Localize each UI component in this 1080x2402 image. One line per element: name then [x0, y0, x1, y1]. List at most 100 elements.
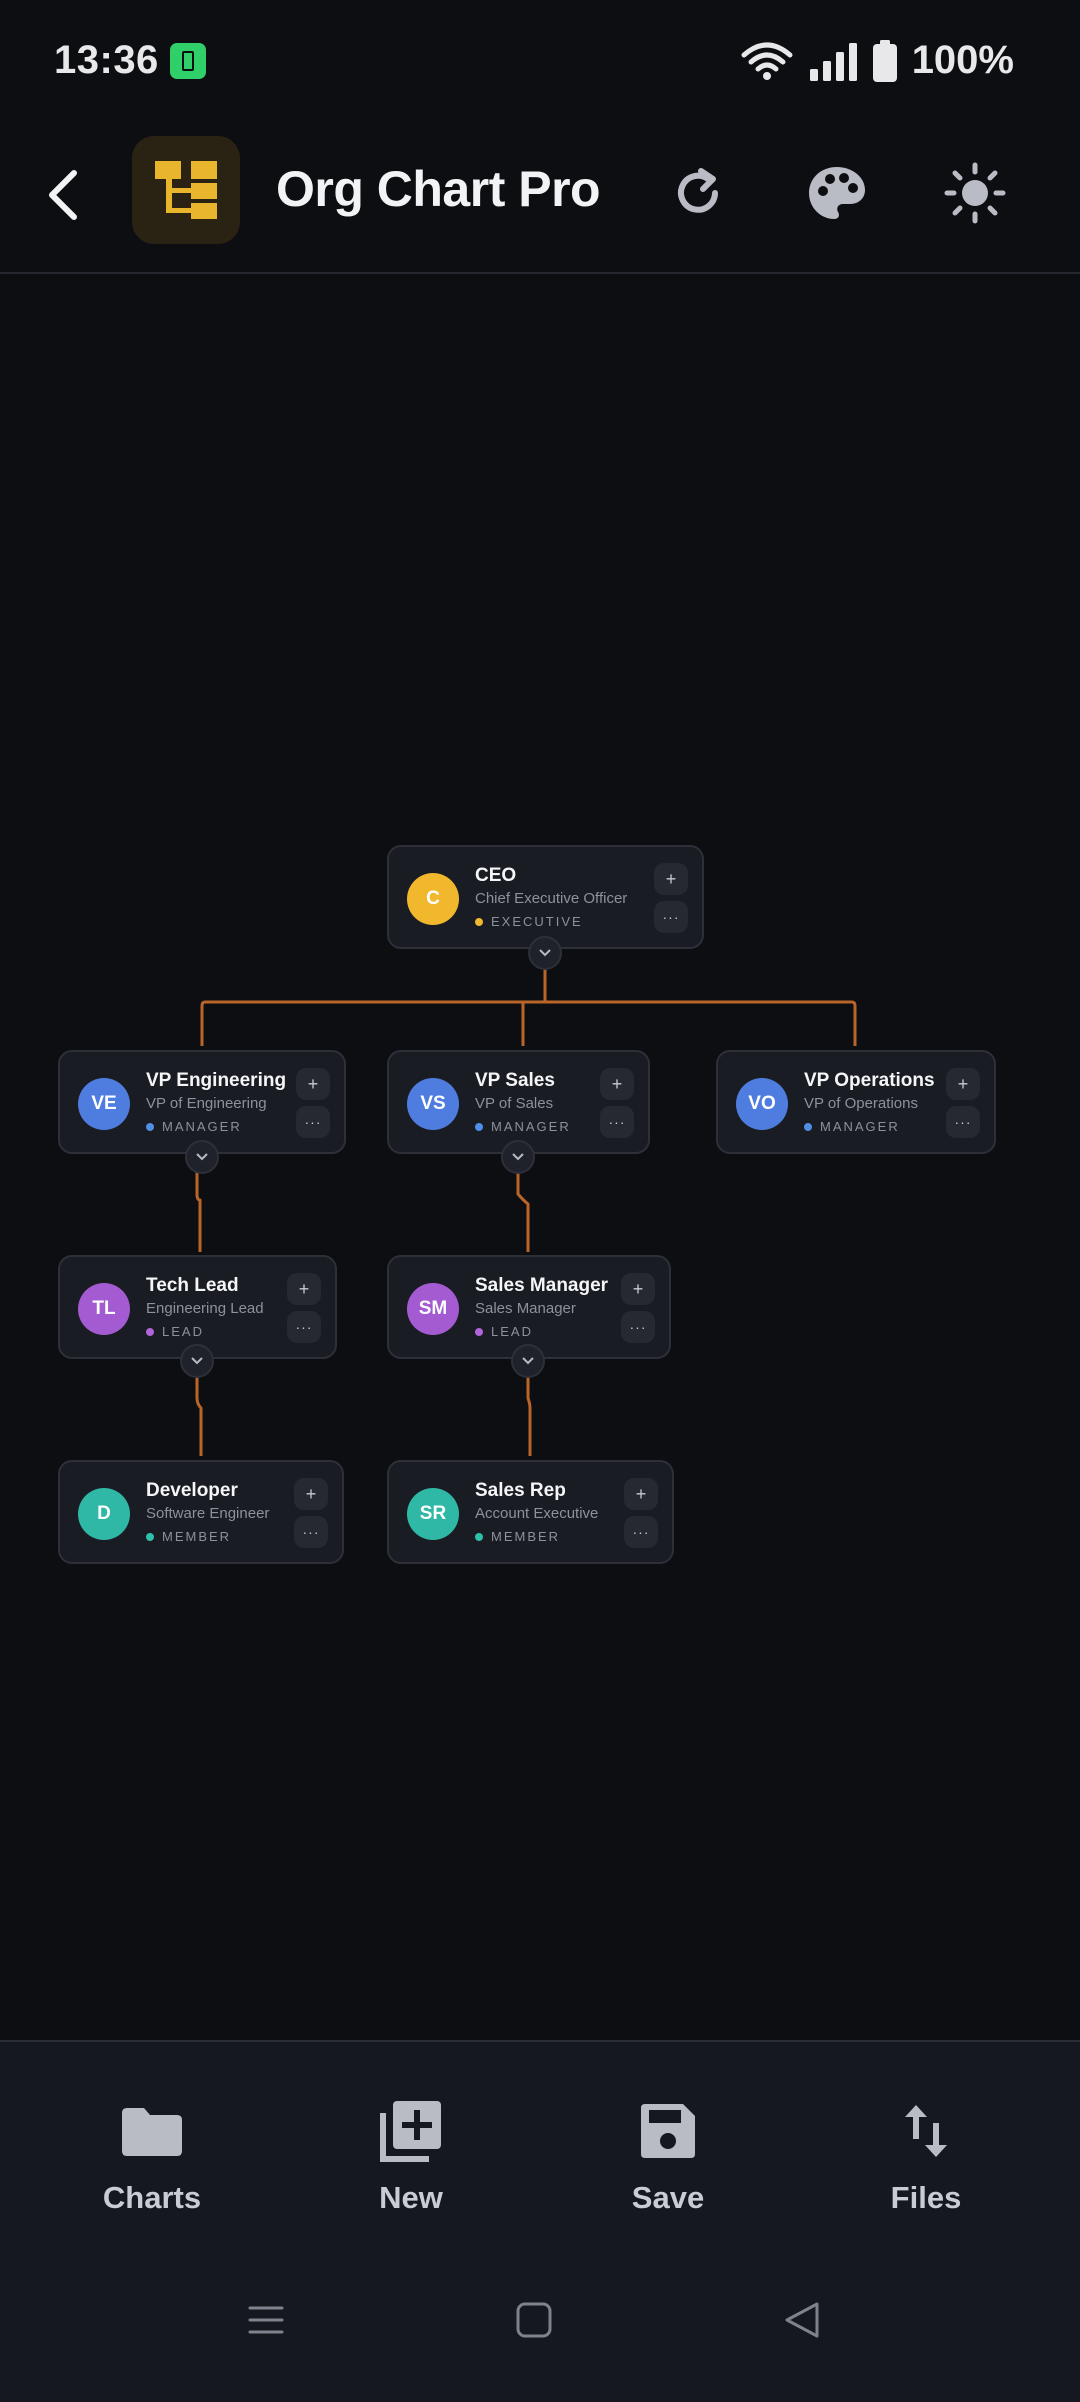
more-options-button[interactable]: ···: [294, 1516, 328, 1548]
connector-ceo-children: [200, 956, 547, 1046]
sun-icon: [944, 162, 1006, 224]
more-options-button[interactable]: ···: [621, 1311, 655, 1343]
node-role: VP of Operations: [804, 1095, 918, 1112]
app-bar: Org Chart Pro: [0, 120, 1080, 274]
level-dot: [475, 1327, 483, 1336]
add-child-button[interactable]: +: [654, 863, 688, 895]
level-dot: [804, 1122, 812, 1131]
add-child-button[interactable]: +: [946, 1068, 980, 1100]
brightness-toggle-button[interactable]: [940, 158, 1010, 228]
app-logo: [132, 136, 240, 244]
menu-lines-icon: [248, 2306, 284, 2334]
system-back-button[interactable]: [772, 2290, 832, 2350]
node-level-badge: MANAGER: [475, 1119, 571, 1134]
node-vp-operations[interactable]: VO VP Operations VP of Operations MANAGE…: [716, 1050, 996, 1154]
node-ceo[interactable]: C CEO Chief Executive Officer EXECUTIVE …: [387, 845, 704, 949]
node-role: VP of Sales: [475, 1095, 554, 1112]
more-options-button[interactable]: ···: [296, 1106, 330, 1138]
node-role: VP of Engineering: [146, 1095, 267, 1112]
add-box-icon: [380, 2101, 441, 2162]
node-name: Tech Lead: [146, 1275, 239, 1296]
back-arrow-icon: [49, 170, 77, 220]
nav-label: Charts: [102, 2180, 202, 2215]
node-developer[interactable]: D Developer Software Engineer MEMBER + ·…: [58, 1460, 344, 1564]
back-button[interactable]: [36, 160, 92, 230]
bottom-navigation: Charts New Save F: [0, 2040, 1080, 2402]
chevron-down-icon: [196, 1153, 208, 1161]
app-title: Org Chart Pro: [276, 161, 601, 217]
avatar: C: [407, 873, 459, 925]
node-vp-engineering[interactable]: VE VP Engineering VP of Engineering MANA…: [58, 1050, 346, 1154]
node-role: Software Engineer: [146, 1505, 270, 1522]
connector-vpe-techlead: [195, 1160, 202, 1252]
add-child-button[interactable]: +: [296, 1068, 330, 1100]
level-dot: [475, 917, 483, 926]
connector-salesmgr-rep: [526, 1364, 532, 1456]
more-options-button[interactable]: ···: [287, 1311, 321, 1343]
node-name: Sales Rep: [475, 1480, 566, 1501]
system-recents-button[interactable]: [236, 2290, 296, 2350]
node-name: VP Engineering: [146, 1070, 287, 1091]
avatar: VO: [736, 1078, 788, 1130]
nav-save-button[interactable]: Save: [568, 2096, 768, 2236]
node-name: Sales Manager: [475, 1275, 609, 1296]
back-triangle-icon: [785, 2302, 819, 2338]
battery-percentage: 100%: [911, 38, 1014, 82]
connector-lines: [195, 956, 857, 1456]
collapse-toggle-tech-lead[interactable]: [180, 1344, 214, 1378]
node-role: Engineering Lead: [146, 1300, 264, 1317]
node-name: Developer: [146, 1480, 238, 1501]
org-chart-canvas[interactable]: C CEO Chief Executive Officer EXECUTIVE …: [0, 274, 1080, 2040]
node-tech-lead[interactable]: TL Tech Lead Engineering Lead LEAD + ···: [58, 1255, 337, 1359]
collapse-toggle-vp-sales[interactable]: [501, 1140, 535, 1174]
level-dot: [475, 1532, 483, 1541]
swap-vertical-icon: [905, 2105, 947, 2157]
add-child-button[interactable]: +: [621, 1273, 655, 1305]
collapse-toggle-vp-engineering[interactable]: [185, 1140, 219, 1174]
add-child-button[interactable]: +: [624, 1478, 658, 1510]
status-time: 13:36: [54, 38, 159, 82]
avatar: VS: [407, 1078, 459, 1130]
avatar: SM: [407, 1283, 459, 1335]
nav-label: Save: [631, 2180, 705, 2215]
connector-ceo-vp-sales: [521, 956, 547, 1046]
nav-files-button[interactable]: Files: [826, 2096, 1026, 2236]
add-child-button[interactable]: +: [287, 1273, 321, 1305]
node-name: VP Operations: [804, 1070, 935, 1091]
add-child-button[interactable]: +: [600, 1068, 634, 1100]
more-options-button[interactable]: ···: [600, 1106, 634, 1138]
collapse-toggle-sales-manager[interactable]: [511, 1344, 545, 1378]
avatar: VE: [78, 1078, 130, 1130]
theme-palette-button[interactable]: [802, 158, 872, 228]
node-sales-manager[interactable]: SM Sales Manager Sales Manager LEAD + ··…: [387, 1255, 671, 1359]
system-home-button[interactable]: [504, 2290, 564, 2350]
node-level-badge: LEAD: [475, 1324, 533, 1339]
battery-saver-icon: [170, 43, 206, 79]
level-dot: [146, 1122, 154, 1131]
connector-techlead-dev: [195, 1364, 203, 1456]
org-chart-logo-icon: [155, 161, 217, 219]
nav-new-button[interactable]: New: [311, 2096, 511, 2236]
avatar: TL: [78, 1283, 130, 1335]
home-square-icon: [516, 2302, 552, 2338]
level-dot: [146, 1532, 154, 1541]
more-options-button[interactable]: ···: [654, 901, 688, 933]
node-sales-rep[interactable]: SR Sales Rep Account Executive MEMBER + …: [387, 1460, 674, 1564]
more-options-button[interactable]: ···: [624, 1516, 658, 1548]
wifi-icon: [741, 42, 793, 80]
refresh-button[interactable]: [664, 158, 734, 228]
more-options-button[interactable]: ···: [946, 1106, 980, 1138]
collapse-toggle-ceo[interactable]: [528, 936, 562, 970]
add-child-button[interactable]: +: [294, 1478, 328, 1510]
node-vp-sales[interactable]: VS VP Sales VP of Sales MANAGER + ···: [387, 1050, 650, 1154]
status-indicators: 100%: [740, 38, 1014, 83]
connector-ceo-vp-ops: [545, 1000, 857, 1046]
nav-charts-button[interactable]: Charts: [52, 2096, 252, 2236]
level-dot: [475, 1122, 483, 1131]
node-name: CEO: [475, 865, 517, 886]
chevron-down-icon: [512, 1153, 524, 1161]
signal-icon: [809, 42, 857, 81]
chevron-down-icon: [539, 949, 551, 957]
save-icon: [641, 2104, 695, 2158]
nav-label: New: [379, 2180, 443, 2215]
